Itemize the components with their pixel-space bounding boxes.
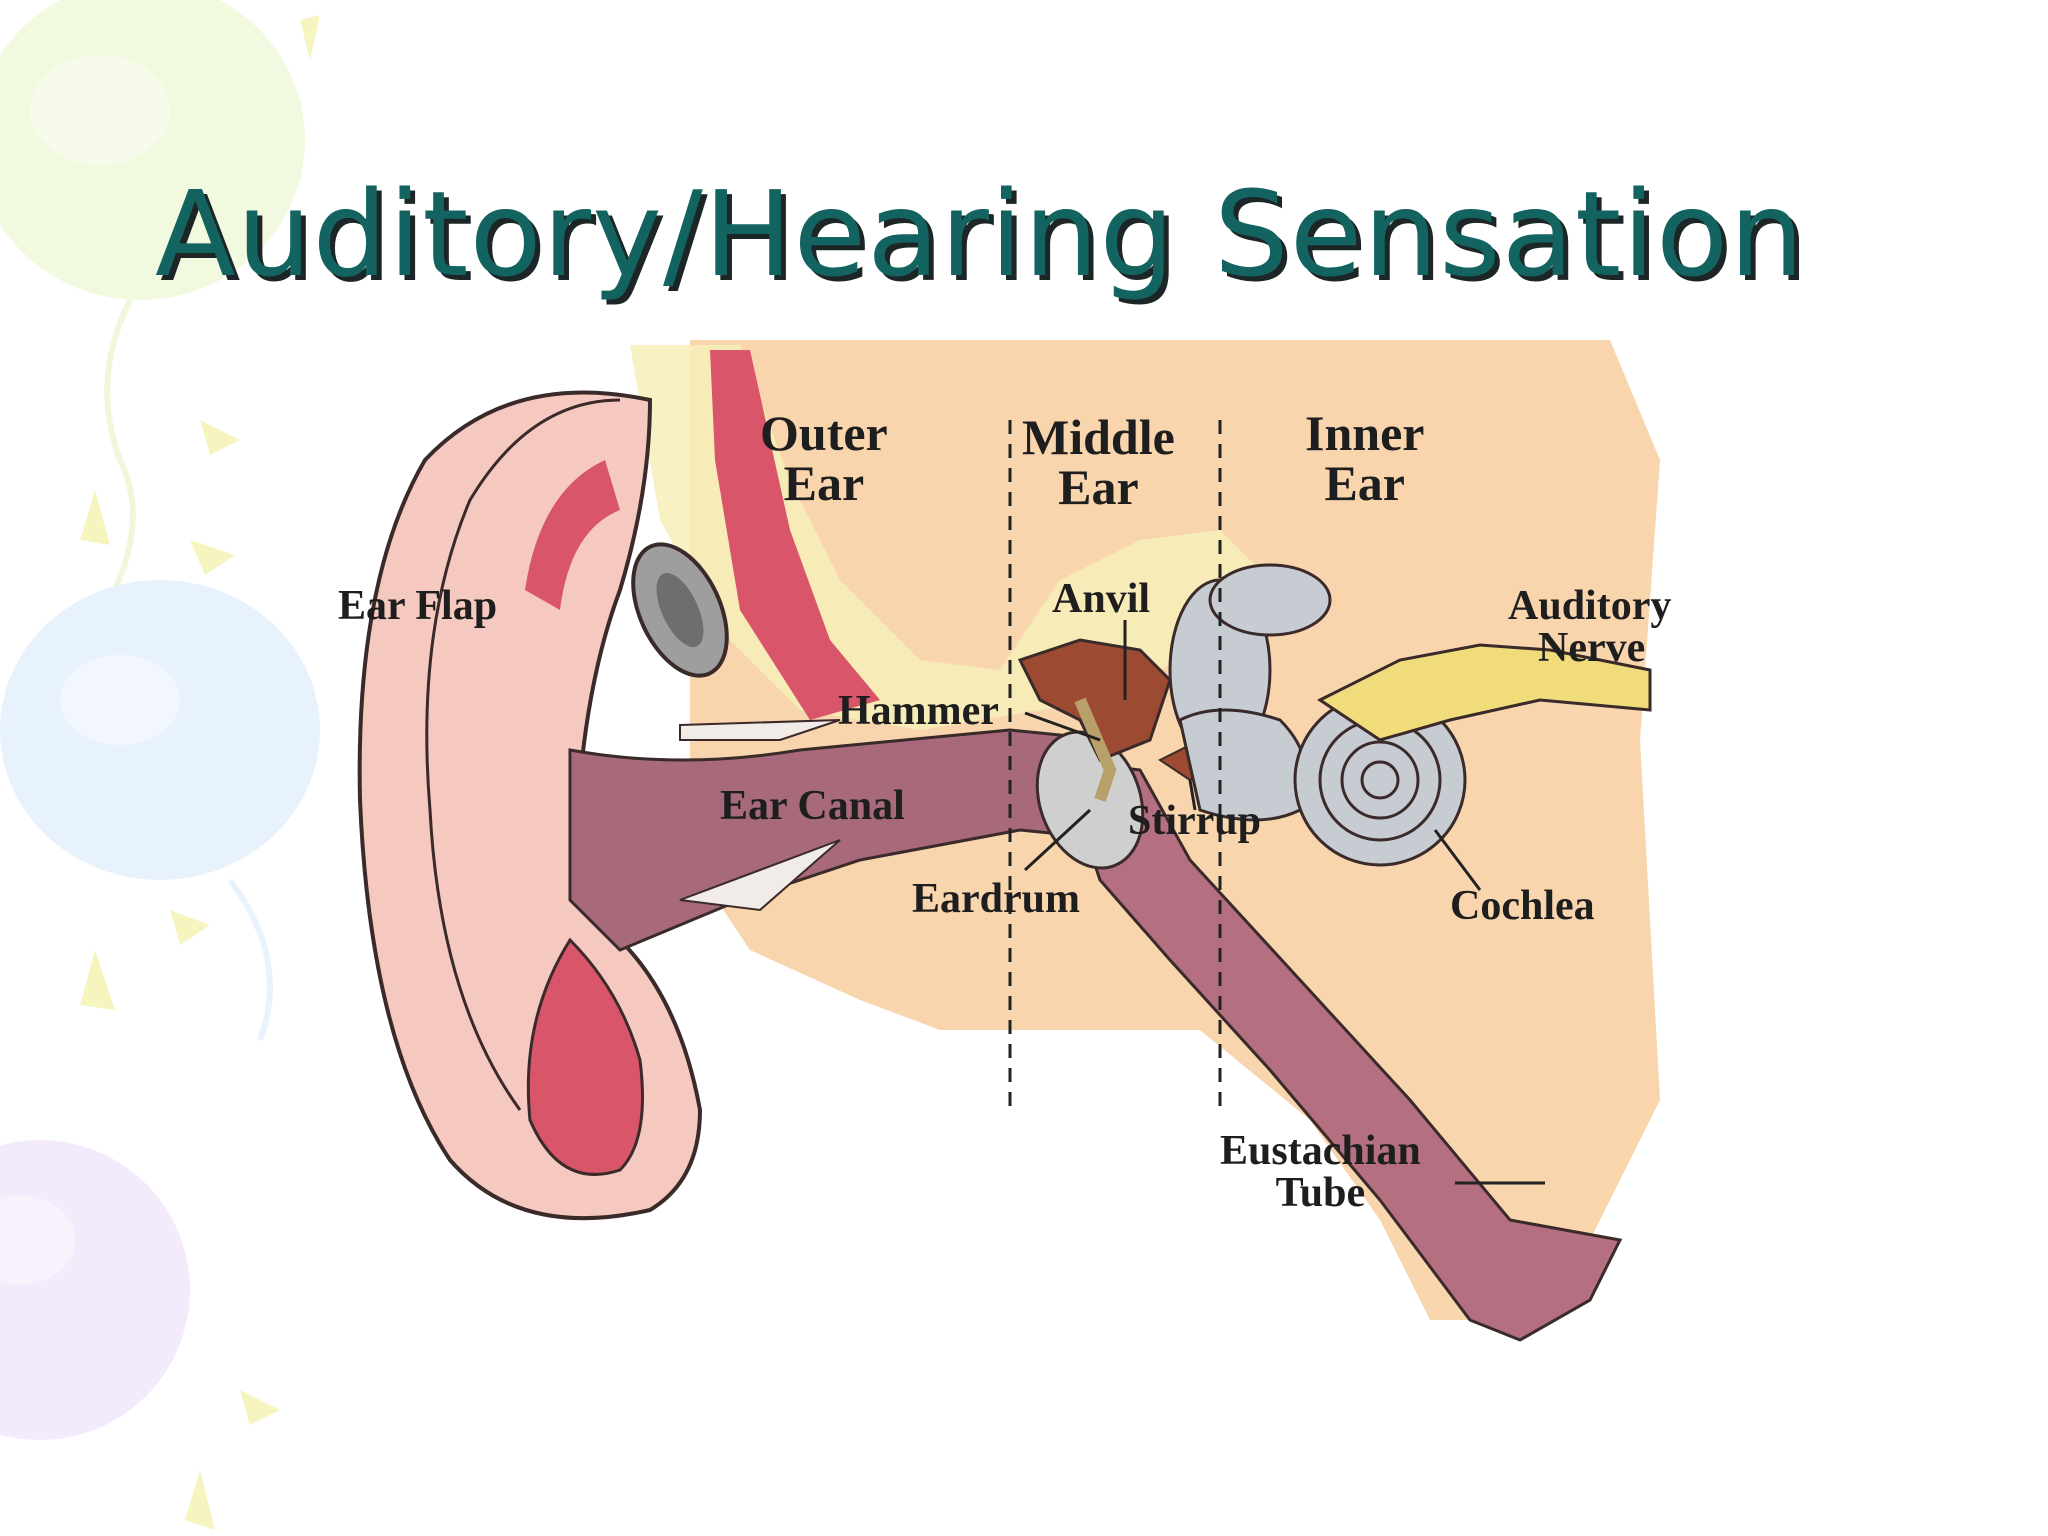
- auditory-nerve-label: Auditory Nerve: [1508, 583, 1672, 671]
- auditory-nerve-shape: [1317, 643, 1652, 742]
- ear-illustration: [357, 340, 1660, 1342]
- cartilage-strip: [710, 350, 880, 720]
- balloon-purple: [0, 1140, 190, 1440]
- ear-canal-label: Ear Canal: [720, 783, 905, 829]
- balloon-decoration: [0, 0, 320, 1530]
- anvil-label: Anvil: [1052, 576, 1151, 622]
- eardrum-label: Eardrum: [912, 876, 1080, 922]
- ear-flap-label: Ear Flap: [338, 583, 498, 629]
- eustachian-tube-label: Eustachian Tube: [1220, 1128, 1421, 1216]
- ossicles-shape: [1017, 638, 1172, 762]
- cochlea-label: Cochlea: [1450, 883, 1595, 929]
- hammer-label: Hammer: [838, 688, 999, 734]
- eustachian-tube-shape: [1057, 758, 1623, 1342]
- slide-title: Auditory/Hearing Sensation: [155, 165, 1805, 303]
- stirrup-label: Stirrup: [1128, 798, 1262, 844]
- ear-flap-cartilage: [525, 460, 620, 610]
